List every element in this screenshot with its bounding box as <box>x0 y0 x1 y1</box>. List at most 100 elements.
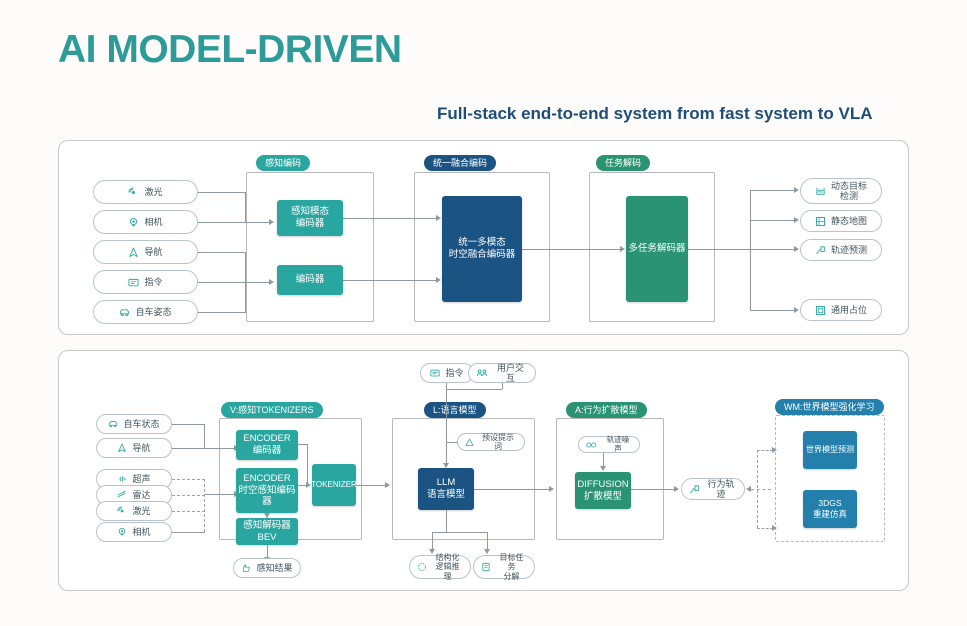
box-unified-spatiotemporal-encoder[interactable]: 统一多模态 时空融合编码器 <box>442 196 522 302</box>
connector <box>198 192 246 193</box>
chip-action-diffusion-model: A:行为扩散模型 <box>566 402 647 418</box>
box-encoder[interactable]: 编码器 <box>277 265 343 295</box>
box-multitask-decoder[interactable]: 多任务解码器 <box>626 196 688 302</box>
ultrasonic-icon <box>117 474 127 484</box>
chip-task-decoding: 任务解码 <box>596 155 651 171</box>
connector <box>298 444 308 445</box>
input-pill-lidar[interactable]: 激光 <box>93 180 198 204</box>
output-label: 轨迹预测 <box>830 244 867 255</box>
input-label: 指令 <box>445 367 464 378</box>
trajectory-noise-icon <box>586 441 599 449</box>
chip-perception-tokenizers: V:感知TOKENIZERS <box>221 402 323 418</box>
arrow <box>746 485 751 492</box>
input-pill-instruction[interactable]: 指令 <box>93 270 198 294</box>
ego-vehicle-icon <box>119 307 130 318</box>
connector <box>750 220 795 221</box>
arrow <box>599 466 606 471</box>
output-label: 结构化 逻辑推理 <box>435 553 460 581</box>
output-pill-static-map[interactable]: 静态地图 <box>800 210 882 232</box>
connector <box>603 453 604 468</box>
box-perception-decoder-bev[interactable]: 感知解码器 BEV <box>236 518 298 545</box>
connector <box>245 282 246 312</box>
connector <box>502 383 503 389</box>
side-pill-trajectory-noise[interactable]: 轨迹噪声 <box>578 434 640 453</box>
output-pill-trajectory-prediction[interactable]: 轨迹预测 <box>800 239 882 261</box>
side-pill-behavior-trajectory[interactable]: 行为轨迹 <box>681 478 745 500</box>
connector <box>198 222 270 223</box>
arrow <box>772 446 777 453</box>
output-pill-task-decomposition[interactable]: 目标任务 分解 <box>473 553 535 581</box>
input-pill-ego-pose[interactable]: 自车姿态 <box>93 300 198 324</box>
box-perception-modal-encoder[interactable]: 感知模态 编码器 <box>277 200 343 236</box>
input-label: 导航 <box>132 442 151 453</box>
box-3dgs-reconstruction[interactable]: 3DGS 重建仿真 <box>803 490 857 528</box>
chip-unified-fusion-encoding: 统一融合编码 <box>424 155 497 171</box>
connector <box>198 282 270 283</box>
side-pill-preset-prompt[interactable]: 预设提示词 <box>457 433 525 451</box>
connector <box>757 450 773 451</box>
navigation-icon <box>117 443 127 453</box>
lidar-icon <box>117 506 127 516</box>
arrow <box>442 463 449 468</box>
arrow <box>269 218 274 225</box>
connector <box>446 389 447 465</box>
page-subtitle: Full-stack end-to-end system from fast s… <box>437 104 873 123</box>
behavior-trajectory-icon <box>689 484 700 495</box>
connector <box>446 442 458 443</box>
box-llm[interactable]: LLM 语言模型 <box>418 468 474 510</box>
input-label: 相机 <box>144 216 163 227</box>
output-label: 目标任务 分解 <box>499 553 524 581</box>
preset-prompt-icon <box>465 438 474 447</box>
input-pill-navigation[interactable]: 导航 <box>93 240 198 264</box>
connector <box>750 190 795 191</box>
arrow <box>269 278 274 285</box>
connector <box>757 450 758 528</box>
connector <box>750 310 795 311</box>
group-world-model <box>775 415 885 542</box>
output-label: 感知结果 <box>256 562 293 573</box>
input-pill-instruction-vla[interactable]: 指令 <box>420 363 474 383</box>
output-pill-occupancy[interactable]: 通用占位 <box>800 299 882 321</box>
input-label: 导航 <box>144 246 163 257</box>
connector <box>751 489 771 490</box>
output-label: 动态目标 检测 <box>830 180 867 201</box>
trajectory-prediction-icon <box>815 245 826 256</box>
connector <box>245 192 246 222</box>
connector <box>307 444 308 485</box>
connector <box>750 190 751 310</box>
box-encoder-small[interactable]: ENCODER 编码器 <box>236 430 298 460</box>
instruction-icon <box>128 277 140 288</box>
camera-icon <box>117 527 127 537</box>
side-pill-label: 行为轨迹 <box>707 478 735 499</box>
output-pill-structured-reasoning[interactable]: 结构化 逻辑推理 <box>409 553 471 581</box>
group-language-model <box>392 418 535 540</box>
side-pill-label: 轨迹噪声 <box>606 434 630 453</box>
input-pill-user-interaction[interactable]: 用户交互 <box>468 363 536 383</box>
output-label: 通用占位 <box>830 304 867 315</box>
connector <box>487 532 488 551</box>
connector <box>245 252 246 282</box>
user-interaction-icon <box>476 368 488 378</box>
connector <box>172 424 205 425</box>
input-pill-camera-vla[interactable]: 相机 <box>96 522 172 542</box>
box-tokenizer[interactable]: TOKENIZER <box>311 464 357 506</box>
input-pill-navigation-vla[interactable]: 导航 <box>96 438 172 458</box>
box-world-model-prediction[interactable]: 世界模型预测 <box>803 431 857 469</box>
navigation-icon <box>128 247 139 258</box>
output-label: 静态地图 <box>830 215 867 226</box>
box-spatiotemporal-encoder[interactable]: ENCODER 时空感知编码器 <box>236 468 298 513</box>
input-pill-camera[interactable]: 相机 <box>93 210 198 234</box>
group-unified-fusion-encoding <box>414 172 550 322</box>
output-pill-perception-result[interactable]: 感知结果 <box>233 558 301 578</box>
arrow <box>428 549 435 554</box>
box-diffusion[interactable]: DIFFUSION 扩散模型 <box>575 472 631 509</box>
connector <box>204 424 205 448</box>
output-pill-dynamic-object-detection[interactable]: 动态目标 检测 <box>800 178 882 204</box>
input-pill-lidar-vla[interactable]: 激光 <box>96 501 172 521</box>
arrow <box>794 216 799 223</box>
group-action-diffusion <box>556 418 664 540</box>
arrow <box>772 524 777 531</box>
input-label: 指令 <box>144 276 163 287</box>
input-pill-ego-state[interactable]: 自车状态 <box>96 414 172 434</box>
connector <box>198 312 246 313</box>
